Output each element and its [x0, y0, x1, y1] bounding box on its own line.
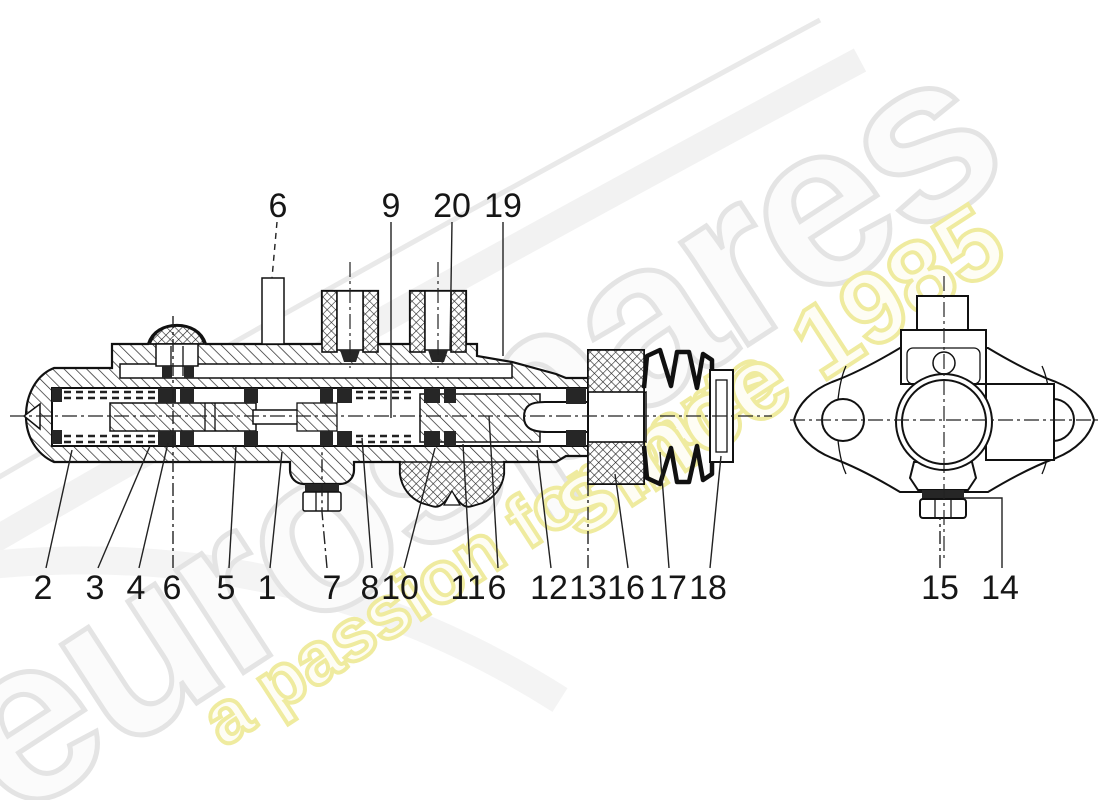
callout-label-17: 17 [649, 569, 687, 607]
callout-label-8: 8 [361, 569, 380, 607]
callout-label-6: 6 [269, 187, 288, 225]
callout-16: 16 [607, 473, 645, 607]
washer [922, 490, 964, 499]
locating-pin [261, 277, 285, 345]
primary-piston [109, 402, 257, 432]
callout-label-13: 13 [569, 569, 607, 607]
callout-label-5: 5 [217, 569, 236, 607]
deck-gap [119, 363, 513, 379]
callout-7: 7 [321, 448, 342, 607]
callout-14: 14 [964, 497, 1019, 607]
callout-label-7: 7 [323, 569, 342, 607]
callout-label-6: 6 [488, 569, 507, 607]
bottom-nut [919, 498, 967, 519]
callout-label-19: 19 [484, 187, 522, 225]
callout-17: 17 [649, 451, 687, 607]
callout-10: 10 [381, 447, 436, 607]
spring-dashes [64, 390, 416, 444]
retaining-cap [587, 349, 645, 485]
callout-6: 6 [488, 415, 507, 607]
callout-label-18: 18 [689, 569, 727, 607]
callout-13: 13 [569, 450, 607, 607]
callout-label-15: 15 [921, 569, 959, 607]
callout-20: 20 [433, 187, 471, 351]
callout-label-14: 14 [981, 569, 1019, 607]
callout-label-16: 16 [607, 569, 645, 607]
callout-8: 8 [361, 437, 380, 607]
callout-label-3: 3 [86, 569, 105, 607]
section-view [10, 262, 772, 512]
callout-2: 2 [34, 449, 73, 607]
top-port-block [916, 295, 969, 331]
rod-collar [296, 402, 338, 432]
callout-label-6: 6 [163, 569, 182, 607]
callout-1: 1 [258, 451, 283, 607]
callout-label-4: 4 [127, 569, 146, 607]
end-view [790, 276, 1098, 562]
callout-label-1: 1 [258, 569, 277, 607]
side-boss [985, 383, 1055, 461]
intermediate-rod [252, 409, 300, 425]
callout-15: 15 [921, 518, 959, 607]
callout-label-9: 9 [382, 187, 401, 225]
callout-label-20: 20 [433, 187, 471, 225]
callout-12: 12 [530, 449, 568, 607]
callout-6: 6 [163, 316, 182, 607]
callout-label-2: 2 [34, 569, 53, 607]
rubber-boot [641, 347, 715, 487]
callout-3: 3 [86, 445, 151, 607]
reservoir-port-dome [148, 325, 206, 345]
callout-18: 18 [689, 455, 727, 607]
callout-label-12: 12 [530, 569, 568, 607]
callout-11: 11 [450, 443, 486, 607]
reservoir-pocket [155, 343, 199, 367]
callout-9: 9 [382, 187, 401, 418]
callout-4: 4 [127, 442, 169, 607]
callout-6: 6 [269, 187, 288, 279]
callout-label-10: 10 [381, 569, 419, 607]
callout-label-11: 11 [450, 569, 485, 607]
callout-5: 5 [217, 445, 237, 607]
callout-19: 19 [484, 187, 522, 356]
